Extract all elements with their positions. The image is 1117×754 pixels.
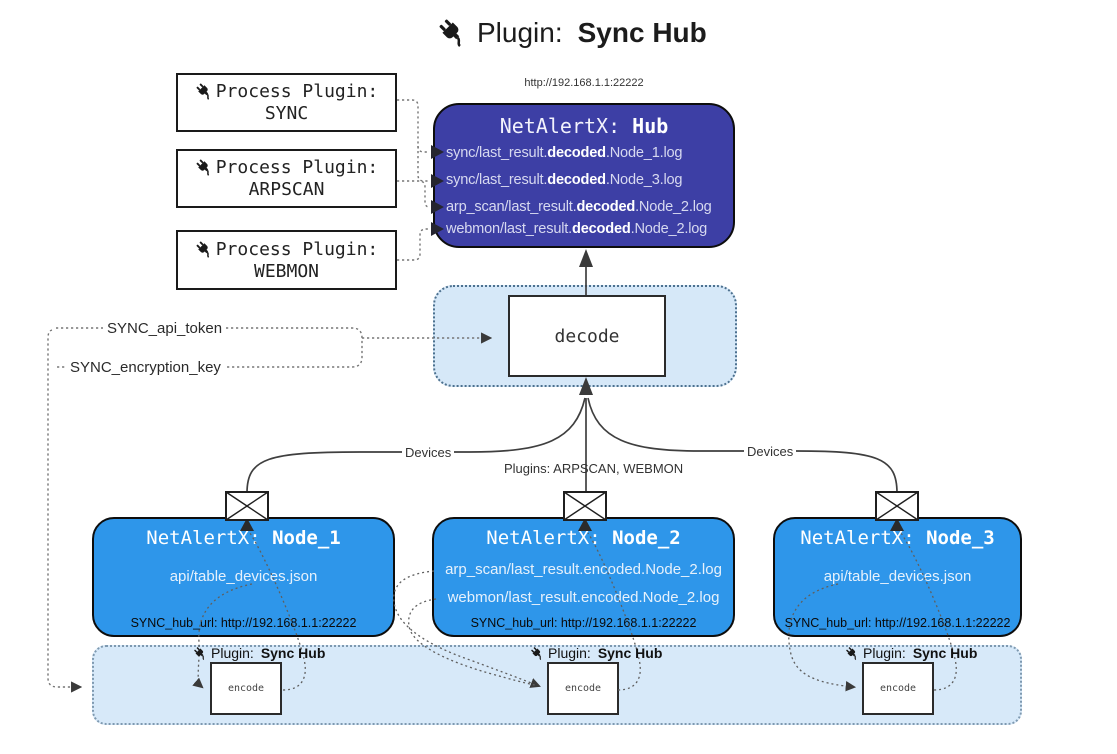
- plug-icon: [194, 646, 205, 660]
- process-plugin-sync: Process Plugin: SYNC: [176, 73, 397, 132]
- node-title: NetAlertX: Node_1: [146, 527, 341, 549]
- encode-box: encode: [210, 662, 282, 715]
- node-1-box: NetAlertX: Node_1 api/table_devices.json…: [92, 517, 395, 637]
- node-hub-url: SYNC_hub_url: http://192.168.1.1:22222: [784, 616, 1011, 630]
- hub-log-line: arp_scan/last_result.decoded.Node_2.log: [446, 199, 712, 215]
- plug-icon: [196, 241, 209, 258]
- process-plugin-label: Process Plugin:: [215, 238, 379, 260]
- process-plugin-label: Process Plugin:: [215, 81, 379, 102]
- envelope-icons: [225, 491, 919, 521]
- hub-log-line: sync/last_result.decoded.Node_1.log: [446, 145, 683, 161]
- envelope-icon: [875, 491, 919, 521]
- node-title: NetAlertX: Node_2: [486, 527, 681, 549]
- plug-icon: [846, 646, 857, 660]
- node-title: NetAlertX: Node_3: [800, 527, 995, 549]
- process-plugin-name: SYNC: [264, 103, 309, 124]
- envelope-icon: [563, 491, 607, 521]
- hub-log-line: sync/last_result.decoded.Node_3.log: [446, 172, 683, 188]
- process-plugin-webmon: Process Plugin: WEBMON: [176, 230, 397, 290]
- node-hub-url: SYNC_hub_url: http://192.168.1.1:22222: [130, 616, 357, 630]
- process-plugin-label: Process Plugin:: [215, 157, 379, 178]
- node-hub-url: SYNC_hub_url: http://192.168.1.1:22222: [470, 616, 697, 630]
- node-file: arp_scan/last_result.encoded.Node_2.log: [445, 561, 722, 578]
- node-file: api/table_devices.json: [823, 568, 972, 585]
- sync-encryption-key-label: SYNC_encryption_key: [66, 359, 225, 376]
- process-plugin-name: WEBMON: [253, 260, 320, 282]
- title-prefix: Plugin:: [477, 17, 563, 48]
- node-2-box: NetAlertX: Node_2 arp_scan/last_result.e…: [432, 517, 735, 637]
- node-file: api/table_devices.json: [169, 568, 318, 585]
- plug-icon: [196, 159, 209, 176]
- process-plugin-name: ARPSCAN: [248, 179, 325, 200]
- plugin-to-hub-connectors: [397, 99, 430, 261]
- envelope-icon: [225, 491, 269, 521]
- decode-box: decode: [508, 295, 666, 377]
- hub-title: NetAlertX: Hub: [499, 114, 669, 138]
- edge-label-plugins: Plugins: ARPSCAN, WEBMON: [504, 461, 684, 476]
- band-plugin-label: Plugin:Sync Hub: [193, 645, 325, 661]
- encode-box: encode: [862, 662, 934, 715]
- encode-box: encode: [547, 662, 619, 715]
- hub-box: NetAlertX: Hub sync/last_result.decoded.…: [433, 103, 735, 248]
- decode-label: decode: [554, 325, 620, 347]
- process-plugin-arpscan: Process Plugin: ARPSCAN: [176, 149, 397, 208]
- node-3-box: NetAlertX: Node_3 api/table_devices.json…: [773, 517, 1022, 637]
- band-plugin-label: Plugin:Sync Hub: [530, 645, 662, 661]
- node-file: webmon/last_result.encoded.Node_2.log: [447, 589, 720, 606]
- hub-url-label: http://192.168.1.1:22222: [524, 77, 644, 89]
- edge-label-devices-left: Devices: [402, 445, 455, 460]
- band-plugin-label: Plugin:Sync Hub: [845, 645, 977, 661]
- edge-label-devices-right: Devices: [744, 444, 797, 459]
- title-name: Sync Hub: [577, 17, 707, 48]
- hub-log-line: webmon/last_result.decoded.Node_2.log: [446, 221, 708, 237]
- sync-api-token-label: SYNC_api_token: [103, 320, 227, 337]
- page-title: Plugin: Sync Hub: [437, 17, 707, 49]
- plug-icon: [439, 19, 461, 48]
- plug-icon: [531, 646, 542, 660]
- plug-icon: [196, 83, 209, 100]
